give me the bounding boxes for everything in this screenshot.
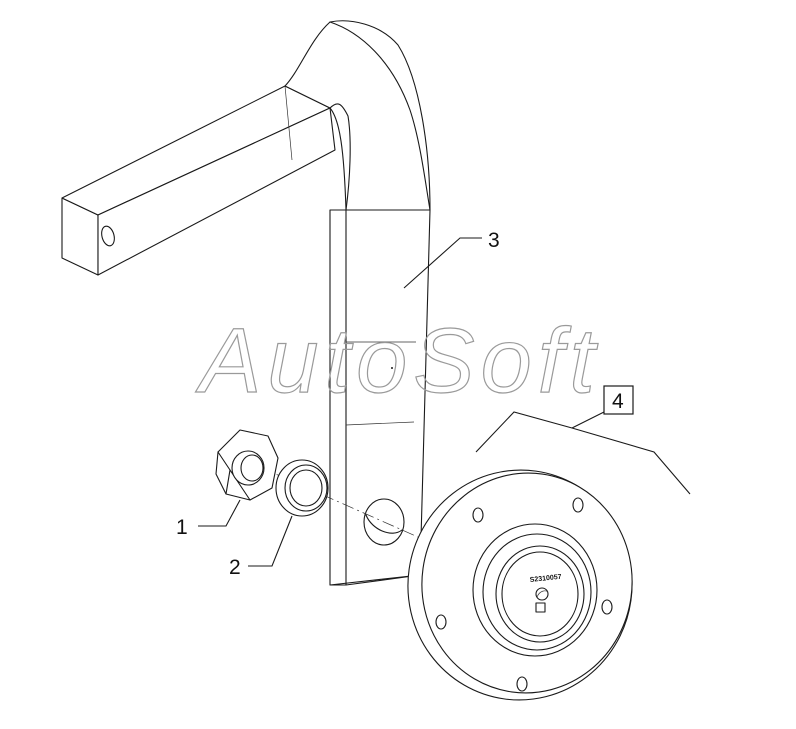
callout-2-leader [248,515,293,567]
leg-segment-2 [345,421,415,426]
washer-bore [289,469,323,507]
arm-bolt-hole [101,225,115,247]
callout-3-leader [403,237,482,289]
callout-2: 2 [229,515,293,579]
arm-bend-top [284,20,431,211]
callout-1-leader [198,499,241,527]
callout-3-label: 3 [488,229,500,252]
callout-4-box [603,385,634,415]
callout-2-label: 2 [229,556,241,579]
leg-bottom-edge [329,574,421,586]
flange-bolt-hole-5 [472,507,484,523]
hub-assembly: S2310057 [407,469,633,701]
arm-front-face [97,107,336,276]
flange-bolt-hole-1 [572,497,584,513]
watermark-logo: AutoSoft [195,310,601,412]
arm-bend-inner [329,103,351,211]
hub-logo-swoosh [536,590,549,598]
nut-bore-inner [240,454,264,482]
callout-3: 3 [403,229,500,289]
flange-bolt-hole-2 [601,599,613,615]
hub-cap [501,551,579,637]
leg-hole-depth [365,514,403,534]
assembly-axis-line [261,467,471,561]
arm-bend-ridge [329,21,431,211]
hex-nut [215,429,279,501]
hub-logo-icon [535,587,549,601]
hub-boss-mid [482,533,592,651]
nut-bore-outer [231,450,265,486]
callout-4-label: 4 [612,390,624,413]
callout-4-leader [571,411,605,429]
arm-segment-line [284,85,293,161]
arm-vertical-leg [329,209,431,586]
washer-edge [284,464,328,512]
hub-stamp-number: S2310057 [529,574,562,584]
flange-bolt-hole-4 [435,614,447,630]
washer [275,459,329,517]
bracket-arm [61,20,431,586]
callout-1: 1 [176,499,241,539]
hub-square-mark [535,602,546,613]
callout-1-label: 1 [176,516,188,539]
hub-boss-outer [472,523,598,657]
leg-marker-dot [391,367,393,369]
callout-4: 4 [475,385,691,495]
flange-bolt-hole-3 [516,676,528,692]
